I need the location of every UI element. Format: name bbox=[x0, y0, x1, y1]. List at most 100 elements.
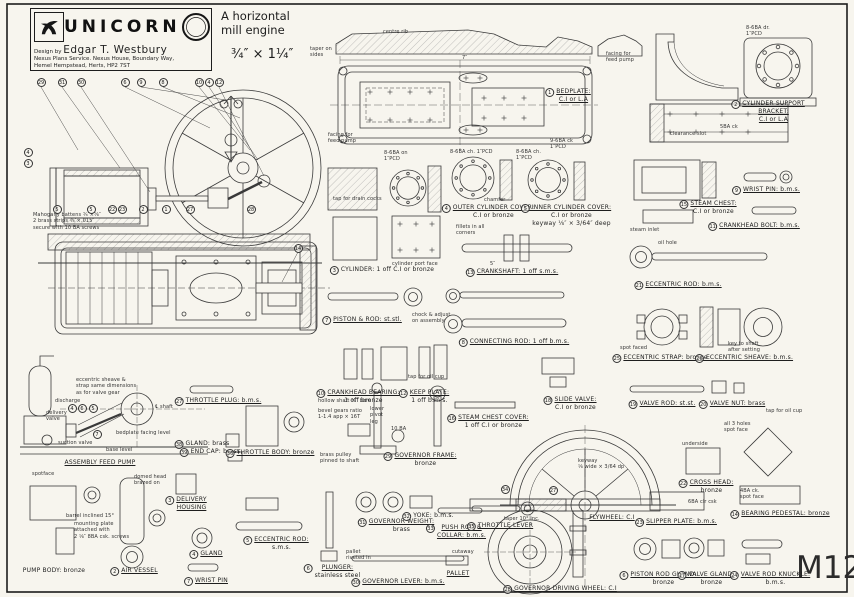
part-sketch-rect bbox=[717, 308, 741, 346]
part-sketch-rect bbox=[245, 497, 279, 511]
part-sketch-disc bbox=[191, 527, 213, 549]
subtitle-line-1: A horizontal bbox=[221, 9, 290, 23]
part-sketch-disc bbox=[403, 287, 423, 307]
plate-number: M12 bbox=[796, 550, 854, 586]
part-sketch-disc bbox=[445, 288, 461, 304]
part-sketch-rod bbox=[189, 385, 234, 394]
part-sketch-disc bbox=[83, 486, 101, 504]
flywheel-section-view bbox=[469, 425, 676, 590]
part-sketch-disc bbox=[629, 245, 653, 269]
bedplate-profile-view bbox=[335, 29, 593, 64]
part-sketch-rod bbox=[437, 507, 483, 514]
part-sketch-rect bbox=[29, 485, 77, 521]
governor-assembly-view bbox=[347, 382, 405, 455]
part-sketch-rod bbox=[741, 539, 783, 549]
part-sketch-disc bbox=[355, 491, 377, 513]
part-sketch-rect bbox=[685, 447, 721, 475]
part-sketch-rect bbox=[519, 234, 530, 262]
part-sketch-rod bbox=[461, 243, 573, 253]
part-sketch-rect bbox=[433, 344, 448, 380]
part-sketch-rect bbox=[175, 473, 197, 495]
stamp-seal bbox=[181, 12, 211, 42]
part-sketch-rect bbox=[409, 495, 433, 509]
bolt-hole-marks bbox=[367, 75, 751, 253]
part-sketch-rect bbox=[418, 346, 431, 379]
part-sketch-rect bbox=[733, 382, 745, 394]
part-sketch-rect bbox=[541, 357, 575, 375]
part-sketch-hrect bbox=[701, 161, 717, 199]
plan-title: UNICORN bbox=[64, 17, 181, 37]
part-sketch-rod bbox=[461, 318, 567, 328]
part-sketch-disc bbox=[429, 385, 446, 402]
part-sketch-rect bbox=[711, 380, 727, 394]
part-sketch-rrect bbox=[119, 477, 145, 545]
part-sketch-hrect bbox=[427, 165, 442, 213]
drawing-subtitle: A horizontal mill engine ¾″ × 1¼″ bbox=[221, 9, 316, 62]
part-sketch-hrect bbox=[499, 159, 513, 201]
part-sketch-rect bbox=[225, 433, 240, 448]
part-sketch-rect bbox=[320, 550, 338, 562]
part-sketch-rect bbox=[361, 348, 374, 380]
part-sketch-disc bbox=[120, 545, 144, 569]
subtitle-line-2: mill engine bbox=[221, 22, 285, 37]
unicorn-logo bbox=[34, 12, 64, 42]
part-sketch-rod bbox=[235, 521, 303, 531]
part-sketch-disc bbox=[283, 411, 305, 433]
plan-view bbox=[48, 241, 330, 335]
part-sketch-disc bbox=[443, 314, 463, 334]
part-sketch-rod bbox=[651, 252, 768, 261]
part-sketch-rect bbox=[633, 159, 701, 201]
bore-stroke-dimension: ¾″ × 1¼″ bbox=[231, 46, 294, 62]
publisher-address-2: Hemel Hempstead, Herts, HP2 7ST bbox=[34, 63, 131, 70]
part-sketch-rect bbox=[739, 485, 801, 505]
part-sketch-rect bbox=[245, 405, 279, 447]
part-sketch-disc bbox=[683, 537, 705, 559]
part-sketch-rect bbox=[549, 376, 567, 388]
part-sketch-rect bbox=[649, 491, 705, 511]
part-sketch-rect bbox=[661, 539, 681, 559]
part-sketch-disc bbox=[382, 491, 404, 513]
part-sketch-rect bbox=[745, 553, 771, 565]
part-sketch-rect bbox=[391, 215, 441, 259]
part-sketch-rect bbox=[227, 451, 243, 462]
part-sketch-hrect bbox=[327, 167, 378, 211]
part-sketch-rect bbox=[325, 491, 334, 549]
part-sketch-rod bbox=[629, 385, 705, 393]
part-sketch-rod bbox=[743, 172, 777, 182]
design-by-label: Design by bbox=[34, 49, 62, 55]
governor-driving-wheel-view bbox=[484, 506, 576, 595]
part-sketch-circle bbox=[451, 156, 495, 200]
part-sketch-rect bbox=[641, 166, 687, 194]
part-sketch-rect bbox=[55, 527, 75, 555]
part-sketch-circle bbox=[389, 169, 427, 207]
feed-pump-assembly-view bbox=[20, 355, 208, 455]
part-sketch-rod bbox=[351, 555, 465, 562]
border-frame bbox=[6, 3, 848, 593]
part-sketch-disc bbox=[520, 501, 535, 516]
designer-line: Design by Edgar T. Westbury bbox=[34, 44, 208, 56]
part-sketch-disc bbox=[779, 170, 793, 184]
designer-name: Edgar T. Westbury bbox=[63, 44, 168, 56]
part-sketch-rect bbox=[445, 555, 469, 566]
part-sketch-rod bbox=[751, 206, 797, 215]
part-sketch-rod bbox=[471, 505, 521, 512]
title-block: UNICORN Design by Edgar T. Westbury Nexu… bbox=[30, 8, 212, 71]
part-sketch-hrect bbox=[699, 306, 714, 348]
part-sketch-rod bbox=[459, 291, 565, 299]
part-sketch-disc bbox=[633, 537, 657, 561]
part-sketch-disc bbox=[743, 307, 783, 347]
part-sketch-rect bbox=[433, 395, 442, 447]
part-sketch-rect bbox=[332, 216, 378, 261]
part-sketch-rod bbox=[327, 292, 399, 301]
cylinder-bracket-views bbox=[597, 33, 817, 143]
part-sketch-disc bbox=[148, 509, 166, 527]
part-sketch-rect bbox=[454, 401, 516, 409]
part-sketches bbox=[29, 156, 801, 572]
part-sketch-circle bbox=[527, 159, 569, 201]
part-sketch-rect bbox=[343, 348, 358, 380]
part-sketch-strap bbox=[636, 308, 688, 346]
bedplate-plan-view bbox=[330, 60, 598, 150]
part-sketch-rect bbox=[380, 346, 408, 381]
part-sketch-diamond bbox=[743, 427, 793, 477]
